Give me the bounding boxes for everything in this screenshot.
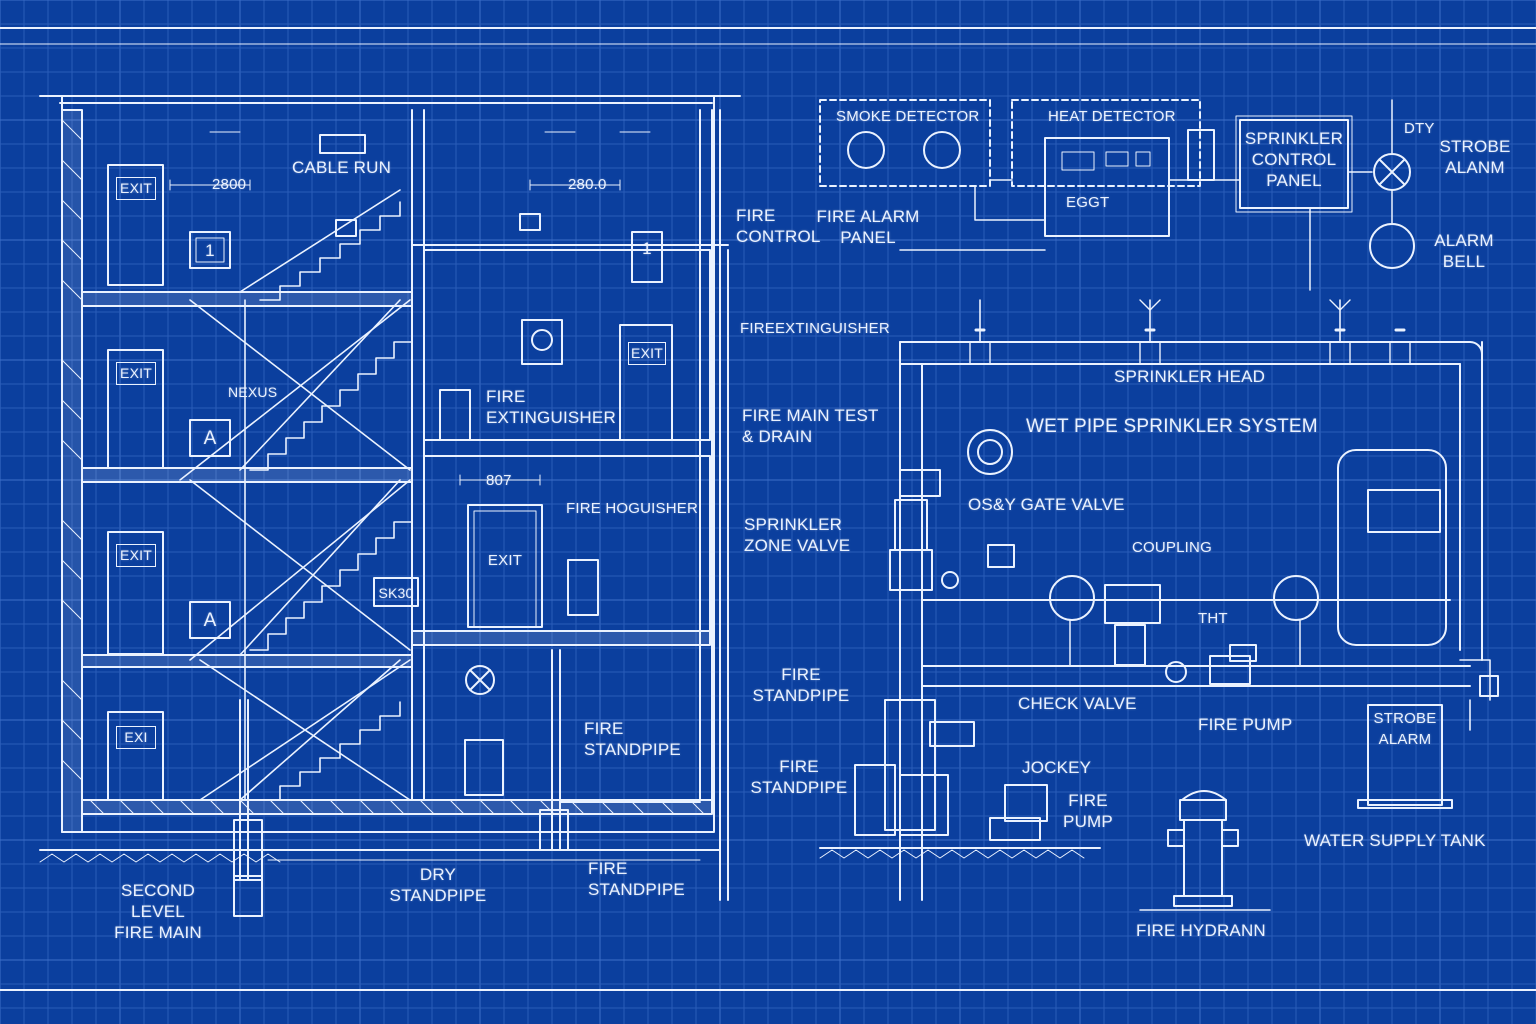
label-sprinkler-control-panel: SPRINKLER CONTROL PANEL (1244, 129, 1344, 190)
label-strobe-alarm-bottom: STROBE ALARM (1373, 710, 1437, 748)
label-sprinkler-head: SPRINKLER HEAD (1114, 367, 1266, 386)
gauge-2 (1273, 575, 1319, 621)
label-fire-hydrant: FIRE HYDRANN (1136, 921, 1266, 940)
label-fire-extinguisher-2: FIREEXTINGUISHER (740, 320, 890, 337)
label-jockey-fire-pump: FIRE PUMP (1063, 791, 1113, 831)
label-check-valve: CHECK VALVE (1018, 694, 1137, 713)
label-wet-pipe: WET PIPE SPRINKLER SYSTEM (1026, 416, 1318, 437)
sign-a-lower: A (203, 610, 217, 631)
exit-sign-4: EXI (116, 726, 156, 749)
label-fire-pump: FIRE PUMP (1198, 715, 1293, 734)
label-dim-807: 807 (486, 472, 512, 489)
label-dry-standpipe: DRY STANDPIPE (389, 865, 487, 905)
exit-door-1 (107, 164, 164, 286)
smoke-detector-icon-2 (923, 131, 961, 169)
exit-sign-3: EXIT (116, 544, 156, 567)
label-fire-hoguisher: FIRE HOGUISHER (566, 500, 698, 517)
label-water-supply-tank: WATER SUPPLY TANK (1304, 831, 1486, 850)
label-stair-tag: SK30 (378, 585, 414, 601)
osy-gate-valve-icon (967, 429, 1013, 475)
label-fire-control: FIRE CONTROL (736, 206, 821, 246)
exit-sign-5: EXIT (628, 342, 666, 365)
sign-one-right: 1 (642, 239, 652, 258)
label-coupling: COUPLING (1132, 539, 1212, 556)
sprinkler-piping (889, 299, 1483, 901)
label-dty: DTY (1404, 120, 1435, 137)
label-fire-standpipe-4: FIRE STANDPIPE (750, 757, 848, 797)
label-cable-run: CABLE RUN (292, 158, 392, 177)
sprinkler-control-panel-box (1239, 119, 1349, 209)
label-smoke-detector: SMOKE DETECTOR (836, 108, 980, 125)
smoke-detector-icon-1 (847, 131, 885, 169)
label-alarm-bell: ALARM BELL (1434, 231, 1494, 271)
fire-hydrant-icon (1167, 790, 1239, 907)
coupling-fitting (1104, 584, 1161, 624)
label-tht: THT (1198, 610, 1228, 627)
label-fire-main-test: FIRE MAIN TEST & DRAIN (742, 406, 879, 446)
water-supply-tank (1337, 449, 1447, 646)
alarm-devices (819, 99, 1415, 291)
label-osy-gate-valve: OS&Y GATE VALVE (968, 495, 1125, 514)
label-fire-standpipe-base: FIRE STANDPIPE (588, 859, 685, 899)
room-light-icon (465, 665, 495, 695)
exit-sign-1: EXIT (116, 177, 156, 200)
label-heat-detector: HEAT DETECTOR (1048, 108, 1176, 125)
label-panel-row: EGGT (1066, 194, 1110, 211)
label-jockey: JOCKEY (1022, 758, 1092, 777)
fire-alarm-panel-box (1044, 137, 1170, 237)
label-nexus: NEXUS (228, 384, 278, 400)
label-dim-mid: 280.0 (568, 176, 607, 193)
exit-door-2 (107, 349, 164, 469)
label-dim-left: 2800 (212, 176, 247, 193)
jockey-pump-body (1004, 784, 1048, 822)
water-supply (1139, 449, 1499, 911)
sign-one-left: 1 (205, 241, 215, 260)
label-sprinkler-zone-valve: SPRINKLER ZONE VALVE (744, 515, 851, 555)
label-fire-standpipe-room: FIRE STANDPIPE (584, 719, 681, 759)
exit-door-5 (619, 324, 673, 441)
heat-detector-box (1011, 99, 1201, 187)
strobe-alarm-box (1367, 704, 1443, 806)
alarm-bell-icon (1369, 223, 1415, 269)
building-section (39, 95, 741, 917)
sign-a-upper: A (203, 428, 217, 449)
exit-sign-2: EXIT (116, 362, 156, 385)
exit-door-4 (107, 711, 164, 801)
stair-run (179, 189, 413, 801)
gauge-1 (1049, 575, 1095, 621)
label-fire-standpipe-3: FIRE STANDPIPE (752, 665, 850, 705)
exit-sign-6: EXIT (487, 552, 523, 569)
label-fire-main: SECOND LEVEL FIRE MAIN (114, 881, 202, 942)
exit-door-3 (107, 531, 164, 655)
label-fire-extinguisher: FIRE EXTINGUISHER (486, 387, 616, 427)
label-fire-alarm-panel: FIRE ALARM PANEL (816, 207, 920, 247)
label-strobe-alarm-top: STROBE ALANM (1439, 137, 1511, 177)
smoke-detector-box (819, 99, 991, 187)
pumps (819, 699, 1101, 859)
